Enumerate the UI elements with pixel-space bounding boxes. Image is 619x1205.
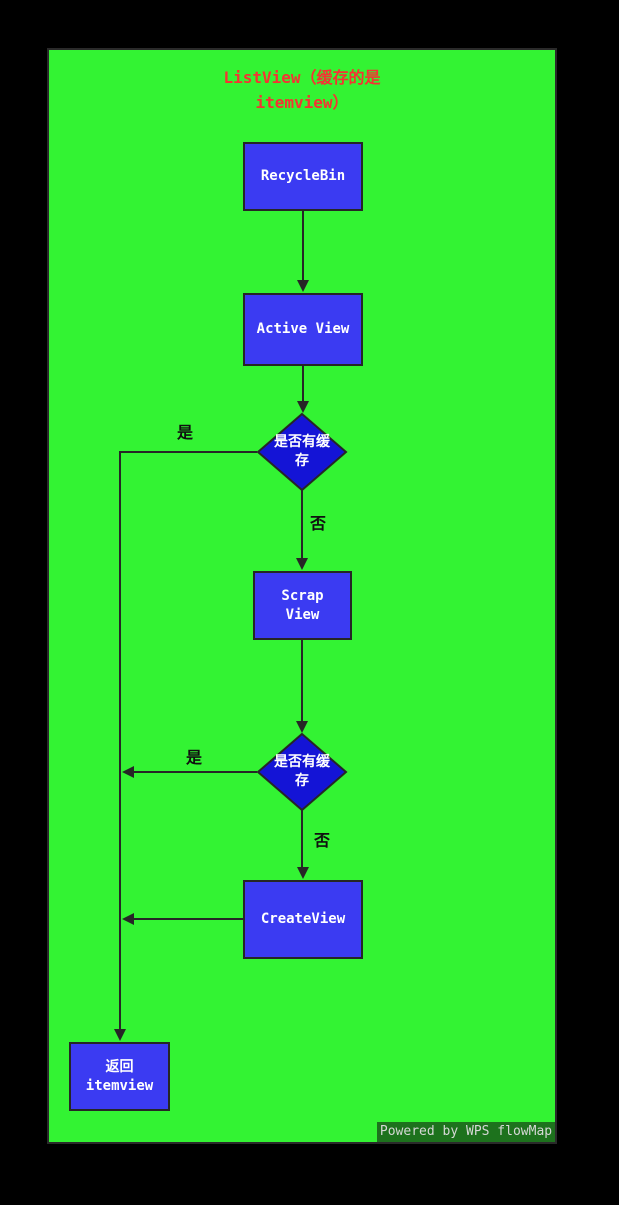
chart-title: ListView（缓存的是 itemview） xyxy=(47,65,557,115)
node-return-itemview: 返回 itemview xyxy=(69,1042,170,1111)
node-scrap-view: Scrap View xyxy=(253,571,352,640)
decision1-label: 是否有缓存 xyxy=(274,434,330,469)
node-return-itemview-label: 返回 itemview xyxy=(85,1058,154,1094)
chart-title-line1: ListView（缓存的是 xyxy=(223,68,381,87)
chart-title-line2: itemview） xyxy=(255,93,349,112)
node-create-view-label: CreateView xyxy=(260,911,346,927)
wps-flowmap-badge: Powered by WPS flowMap xyxy=(377,1122,555,1142)
edge-label-decision2-no: 否 xyxy=(314,831,331,850)
node-create-view: CreateView xyxy=(243,880,363,959)
node-scrap-view-label: Scrap View xyxy=(281,587,324,623)
node-active-view: Active View xyxy=(243,293,363,366)
edge-label-decision2-yes: 是 xyxy=(186,748,203,767)
node-recycle-bin-label: RecycleBin xyxy=(260,168,346,184)
edge-label-decision1-yes: 是 xyxy=(177,423,194,442)
node-active-view-label: Active View xyxy=(256,321,350,337)
edge-label-decision1-no: 否 xyxy=(310,514,327,533)
node-recycle-bin: RecycleBin xyxy=(243,142,363,211)
decision2-label: 是否有缓存 xyxy=(274,754,330,789)
